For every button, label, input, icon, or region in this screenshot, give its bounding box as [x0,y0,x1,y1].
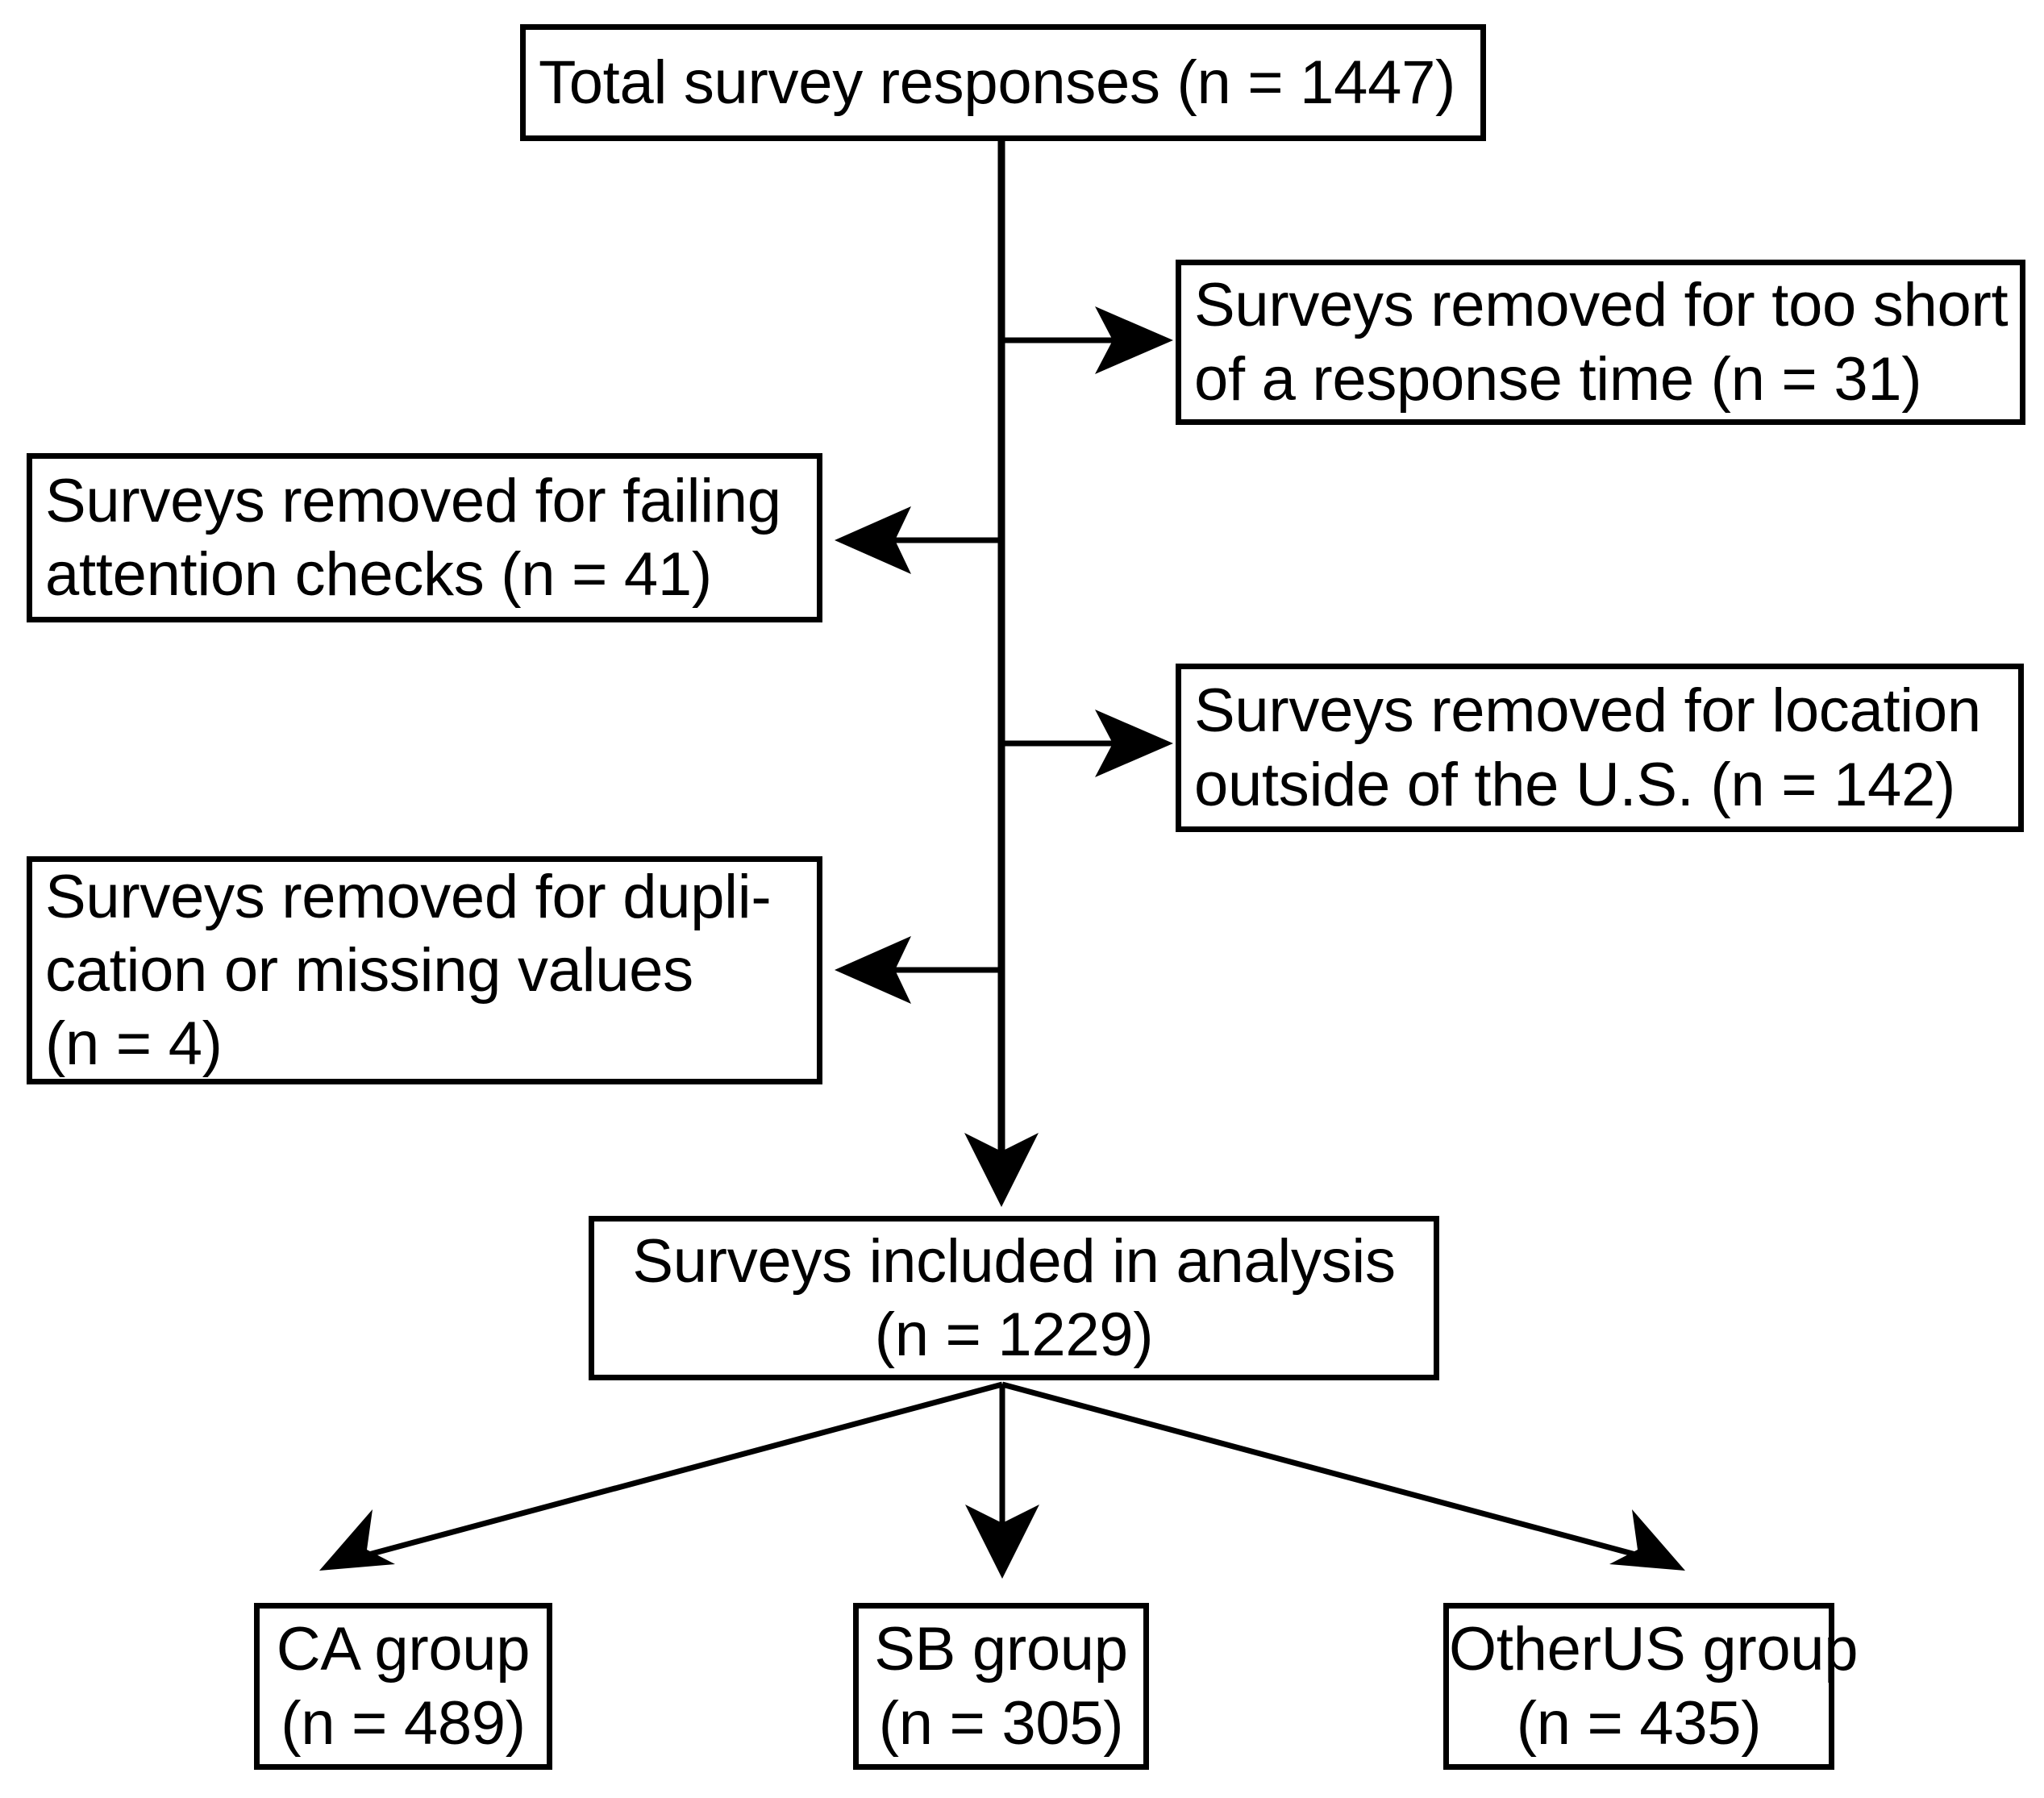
node-surveys-included-in-analysis[interactable]: Surveys included in analysis (n = 1229) [589,1216,1439,1380]
node-duplication-line-1: Surveys removed for dupli- [45,862,772,931]
node-duplication-line-2: cation or missing values [45,935,693,1005]
node-removed-short-response-time[interactable]: Surveys removed for too short of a respo… [1176,260,2025,425]
node-included-line-2: (n = 1229) [874,1301,1154,1369]
arrowhead-to-sb-group [965,1505,1039,1579]
node-removed-duplication-missing-values[interactable]: Surveys removed for dupli- cation or mis… [27,856,822,1084]
node-included-line-1: Surveys included in analysis [632,1226,1396,1296]
connector-to-ca-group [362,1381,1003,1559]
node-sb-line-2: (n = 305) [878,1688,1124,1758]
node-total-line-1: Total survey responses (n = 1447) [539,48,1456,117]
connector-to-otherus-group [1001,1381,1642,1559]
node-removed-failing-attention-checks[interactable]: Surveys removed for failing attention ch… [27,453,822,622]
node-ca-group[interactable]: CA group (n = 489) [254,1603,552,1770]
node-location-line-2: outside of the U.S. (n = 142) [1194,750,1955,819]
arrowhead-to-attention-checks [835,506,911,574]
arrowhead-to-duplication [835,936,911,1004]
node-short-time-line-2: of a response time (n = 31) [1194,344,1922,414]
node-duplication-line-3: (n = 4) [45,1009,223,1079]
arrowhead-to-otherus-group [1609,1509,1685,1571]
node-total-survey-responses[interactable]: Total survey responses (n = 1447) [520,24,1486,141]
arrowhead-to-included [964,1133,1039,1207]
arrowhead-to-ca-group [319,1509,395,1571]
node-ca-line-1: CA group [276,1615,531,1684]
arrowhead-to-location-outside-us [1095,710,1173,777]
node-otherus-group[interactable]: OtherUS group (n = 435) [1443,1603,1859,1770]
node-removed-location-outside-us[interactable]: Surveys removed for location outside of … [1176,664,2024,832]
node-sb-group[interactable]: SB group (n = 305) [853,1603,1149,1770]
node-location-line-1: Surveys removed for location [1194,676,1981,746]
node-attention-line-2: attention checks (n = 41) [45,540,712,609]
node-attention-line-1: Surveys removed for failing [45,466,781,535]
node-ca-line-2: (n = 489) [281,1688,526,1758]
node-short-time-line-1: Surveys removed for too short [1194,271,2009,340]
node-otherus-line-2: (n = 435) [1516,1688,1762,1758]
node-sb-line-1: SB group [874,1615,1128,1684]
arrowhead-to-short-time [1095,306,1173,374]
node-otherus-line-1: OtherUS group [1449,1615,1859,1684]
